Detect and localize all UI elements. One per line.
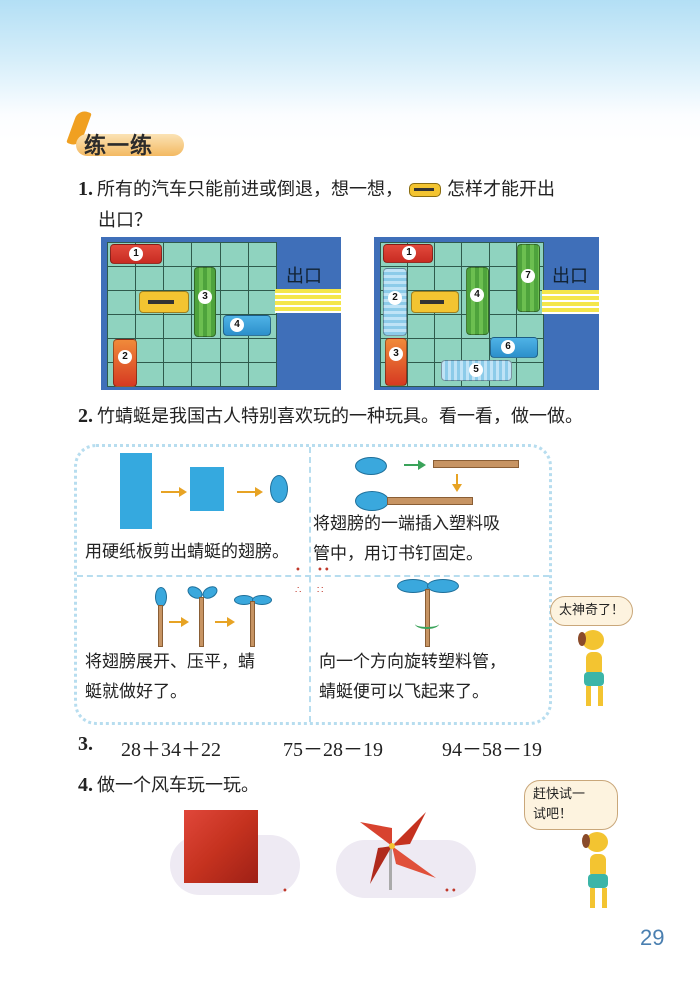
exit-road	[542, 290, 599, 314]
pinwheel	[350, 808, 440, 888]
wing-shape	[355, 457, 387, 475]
car-3[interactable]: 3	[385, 338, 407, 386]
car-2[interactable]: 2	[113, 339, 137, 387]
section-badge: 练一练	[66, 108, 190, 160]
step-2-text-1: 将翅膀的一端插入塑料吸	[313, 514, 500, 534]
expression-2: 75－28－19	[283, 739, 383, 761]
wing-shape	[252, 595, 272, 605]
speech-bubble: 赶快试一 试吧！	[524, 780, 618, 830]
plastic-straw	[199, 597, 204, 647]
car-7[interactable]: 7	[517, 244, 540, 312]
car-5[interactable]: 5	[441, 360, 512, 381]
panel-divider-horizontal	[77, 575, 549, 577]
panel-divider-vertical	[309, 447, 311, 722]
arrow-icon	[404, 460, 426, 470]
question-text: 所有的汽车只能前进或倒退，想一想，	[97, 179, 403, 200]
plastic-straw	[433, 460, 519, 468]
difficulty-dots: •	[282, 886, 289, 897]
step-4-text-1: 向一个方向旋转塑料管，	[319, 652, 506, 672]
target-car[interactable]	[139, 291, 189, 313]
car-3[interactable]: 3	[194, 267, 216, 337]
car-4[interactable]: 4	[466, 267, 489, 335]
expression-1: 28＋34＋22	[121, 739, 221, 761]
car-4[interactable]: 4	[223, 315, 271, 336]
plastic-straw	[250, 601, 255, 647]
wing-shape	[355, 491, 389, 511]
cloud-background	[336, 840, 476, 898]
wing-shape	[427, 579, 459, 593]
target-car[interactable]	[411, 291, 459, 313]
dog-mascot	[568, 630, 618, 710]
car-1[interactable]: 1	[110, 244, 162, 264]
yellow-car-icon	[409, 183, 441, 197]
section-title: 练一练	[84, 134, 154, 159]
question-number: 2.	[78, 405, 93, 427]
question-2: 2.竹蜻蜓是我国古人特别喜欢玩的一种玩具。看一看，做一做。	[78, 403, 678, 430]
badge-background	[76, 134, 184, 156]
difficulty-dots: ∴	[295, 585, 303, 596]
dog-mascot	[572, 832, 622, 912]
step-2-text-2: 管中，用订书钉固定。	[313, 544, 483, 564]
plastic-straw	[387, 497, 473, 505]
pinwheel-stick	[389, 848, 392, 890]
difficulty-dots: ∷	[317, 585, 325, 596]
parking-puzzle-a: 出口 1 2 3 4	[101, 237, 341, 390]
step-3-text-1: 将翅膀展开、压平，蜻	[85, 652, 255, 672]
step-3-text-2: 蜓就做好了。	[85, 682, 187, 702]
wing-shape	[270, 475, 288, 503]
exit-label: 出口	[552, 266, 588, 287]
question-text: 做一个风车玩一玩。	[97, 775, 259, 796]
cardboard-with-outline	[190, 467, 224, 511]
parking-puzzle-b: 出口 1 2 3 4 5 6 7	[374, 237, 599, 390]
step-1-text: 用硬纸板剪出蜻蜓的翅膀。	[85, 542, 289, 562]
question-4: 4.做一个风车玩一玩。	[78, 772, 259, 799]
car-1[interactable]: 1	[383, 244, 433, 263]
arrow-down-icon	[456, 474, 458, 490]
instruction-panel: 用硬纸板剪出蜻蜓的翅膀。 将翅膀的一端插入塑料吸 管中，用订书钉固定。 将翅膀展…	[74, 444, 552, 725]
difficulty-dots: ••	[317, 565, 331, 576]
car-2[interactable]: 2	[383, 268, 407, 336]
question-number: 3.	[78, 733, 93, 755]
car-6[interactable]: 6	[490, 337, 538, 358]
speech-bubble: 太神奇了！	[550, 596, 634, 626]
expression-3: 94－58－19	[442, 739, 542, 761]
exit-road	[275, 289, 341, 313]
plastic-straw	[425, 589, 430, 647]
question-text: 竹蜻蜓是我国古人特别喜欢玩的一种玩具。看一看，做一做。	[97, 406, 583, 427]
difficulty-dots: ••	[444, 886, 458, 897]
wing-shape	[155, 587, 167, 607]
exit-label: 出口	[286, 266, 322, 287]
question-number: 4.	[78, 774, 93, 796]
folded-paper-square	[184, 810, 258, 883]
arrow-icon	[169, 617, 189, 627]
cardboard-rect	[120, 453, 152, 529]
arrow-icon	[215, 617, 235, 627]
arrow-icon	[237, 487, 263, 497]
step-4-text-2: 蜻蜓便可以飞起来了。	[319, 682, 489, 702]
question-1: 1.所有的汽车只能前进或倒退，想一想， 怎样才能开出	[78, 176, 658, 203]
question-1-line2: 出口？	[98, 210, 152, 231]
speech-line-1: 赶快试一	[533, 787, 586, 802]
page-number: 29	[640, 925, 665, 950]
plastic-straw	[158, 605, 163, 647]
rotate-arrow-icon	[415, 619, 439, 629]
question-text-cont: 怎样才能开出	[447, 179, 555, 200]
speech-line-2: 试吧！	[533, 807, 573, 822]
arrow-icon	[161, 487, 187, 497]
difficulty-dots: •	[295, 565, 302, 576]
question-number: 1.	[78, 178, 93, 200]
